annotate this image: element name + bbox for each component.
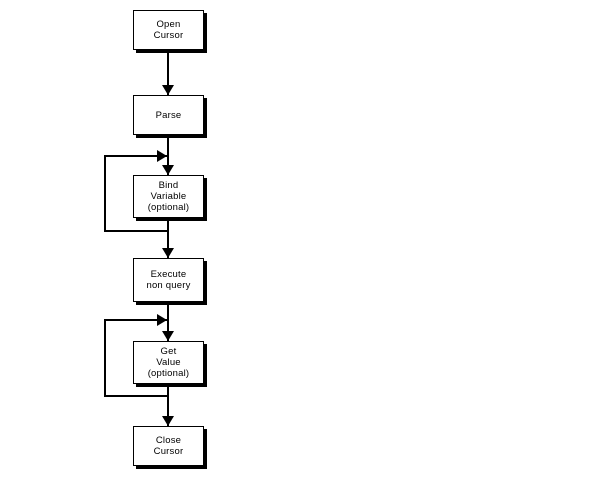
arrowhead-down-get-value bbox=[162, 331, 174, 341]
arrowhead-down-close bbox=[162, 416, 174, 426]
connector-get-to-close bbox=[167, 384, 169, 426]
arrowhead-down-parse bbox=[162, 85, 174, 95]
flow-node-label-line: Cursor bbox=[153, 30, 184, 41]
flow-node-label-line: Cursor bbox=[153, 446, 184, 457]
arrowhead-right-bind-loop bbox=[157, 150, 167, 162]
loop-get-value bbox=[104, 319, 168, 397]
arrowhead-down-execute bbox=[162, 248, 174, 258]
flow-node-label-line: Parse bbox=[155, 109, 182, 121]
flow-node-parse: Parse bbox=[133, 95, 204, 135]
connector-parse-to-bind bbox=[167, 135, 169, 175]
flow-node-bind-variable: Bind Variable (optional) bbox=[133, 175, 204, 218]
flow-node-label-line: Bind bbox=[158, 180, 179, 191]
connector-open-to-parse bbox=[167, 50, 169, 95]
flow-node-open-cursor: Open Cursor bbox=[133, 10, 204, 50]
flow-node-label-line: Open bbox=[156, 19, 181, 30]
arrowhead-down-bind bbox=[162, 165, 174, 175]
flow-node-label-line: non query bbox=[146, 280, 191, 291]
flow-node-label-line: Close bbox=[155, 435, 182, 446]
connector-execute-to-get bbox=[167, 302, 169, 341]
arrowhead-right-get-loop bbox=[157, 314, 167, 326]
flow-node-label-line: Get bbox=[160, 346, 177, 357]
loop-bind-variable bbox=[104, 155, 168, 232]
flow-node-label-line: (optional) bbox=[147, 368, 190, 379]
flow-node-label-line: Variable bbox=[150, 191, 187, 202]
flow-node-close-cursor: Close Cursor bbox=[133, 426, 204, 466]
flow-node-execute-non-query: Execute non query bbox=[133, 258, 204, 302]
flow-node-label-line: Execute bbox=[150, 269, 187, 280]
flow-node-get-value: Get Value (optional) bbox=[133, 341, 204, 384]
connector-bind-to-execute bbox=[167, 218, 169, 258]
flow-node-label-line: Value bbox=[156, 357, 181, 368]
flow-node-label-line: (optional) bbox=[147, 202, 190, 213]
